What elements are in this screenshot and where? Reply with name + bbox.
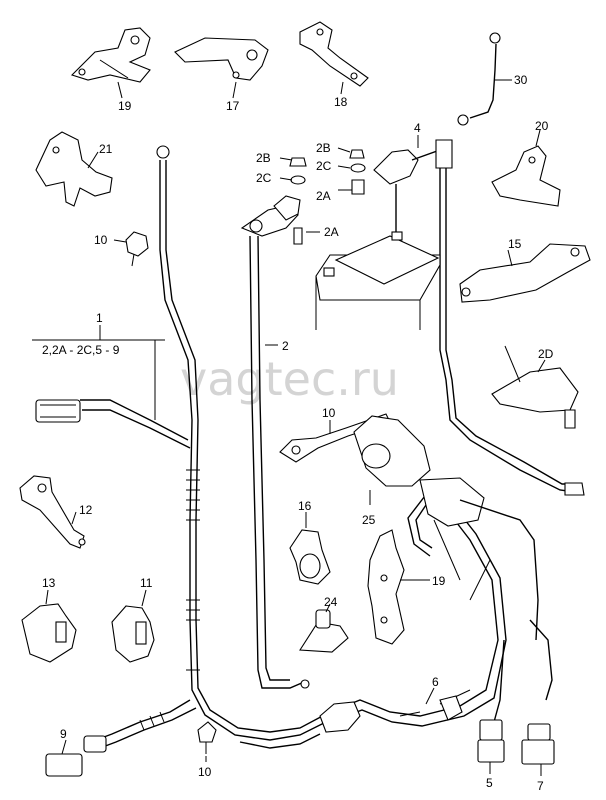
callout-2C-left: 2C <box>256 171 272 185</box>
callout-5: 5 <box>486 776 493 790</box>
callout-2A-left: 2A <box>324 225 339 239</box>
callout-30: 30 <box>514 73 528 87</box>
clip-part-10-lower <box>197 721 217 754</box>
clip-part-16 <box>289 529 331 585</box>
battery <box>315 231 441 330</box>
callout-19-middle: 19 <box>432 574 446 588</box>
callout-2B-left: 2B <box>256 151 271 165</box>
clip-part-24 <box>299 609 349 653</box>
callout-11: 11 <box>140 576 153 590</box>
callout-20: 20 <box>535 119 549 133</box>
callout-1: 1 <box>96 311 103 325</box>
callout-7: 7 <box>537 779 544 793</box>
bracket-part-19-middle <box>367 529 405 645</box>
bracket-part-11 <box>111 605 155 663</box>
bracket-part-21 <box>35 131 113 207</box>
callout-13: 13 <box>42 576 56 590</box>
callout-4: 4 <box>414 121 421 135</box>
callout-16: 16 <box>298 499 312 513</box>
clip-part-10-upper <box>125 231 149 267</box>
bracket-part-17 <box>174 37 269 81</box>
callout-18: 18 <box>334 95 348 109</box>
connector-housing-left <box>35 399 81 423</box>
callout-17: 17 <box>226 99 240 113</box>
bracket-part-13 <box>21 603 77 663</box>
connector-part-9 <box>45 699 197 777</box>
callout-10-upper: 10 <box>94 233 108 247</box>
callout-2B-right: 2B <box>316 141 331 155</box>
callout-2: 2 <box>282 339 289 353</box>
callout-2D: 2D <box>538 347 554 361</box>
callout-10-middle: 10 <box>322 406 336 420</box>
harness-end-lower <box>239 733 321 749</box>
callout-19: 19 <box>118 99 132 113</box>
bracket-part-15 <box>459 243 591 303</box>
positive-cable-part-4 <box>373 139 585 496</box>
bracket-part-12 <box>19 475 86 549</box>
clamp-hardware-right <box>349 149 366 195</box>
callout-9: 9 <box>60 727 67 741</box>
battery-cable-part-2 <box>240 204 310 689</box>
main-harness-part-1 <box>80 145 331 741</box>
harness-part-6 <box>319 477 553 733</box>
callout-25: 25 <box>362 513 376 527</box>
ground-strap-30 <box>457 32 501 126</box>
callout-2C-right: 2C <box>316 159 332 173</box>
bracket-part-2D <box>491 345 579 429</box>
callout-12: 12 <box>79 503 93 517</box>
callout-2A-right: 2A <box>316 189 331 203</box>
callout-10-lower: 10 <box>198 765 212 779</box>
terminal-cover-part-25 <box>353 415 431 487</box>
bracket-part-18 <box>299 21 369 87</box>
clamp-hardware-left <box>273 157 307 245</box>
callout-6: 6 <box>432 675 439 689</box>
callout-15: 15 <box>508 237 522 251</box>
connector-part-7 <box>521 723 555 765</box>
callout-21: 21 <box>99 142 113 156</box>
connector-part-5 <box>477 719 505 763</box>
bracket-part-19 <box>70 27 151 83</box>
bracket-part-20 <box>491 145 561 207</box>
callout-1-subparts: 2,2A - 2C,5 - 9 <box>42 343 120 357</box>
callout-24: 24 <box>324 595 338 609</box>
watermark-text: vagtec.ru <box>180 352 399 406</box>
